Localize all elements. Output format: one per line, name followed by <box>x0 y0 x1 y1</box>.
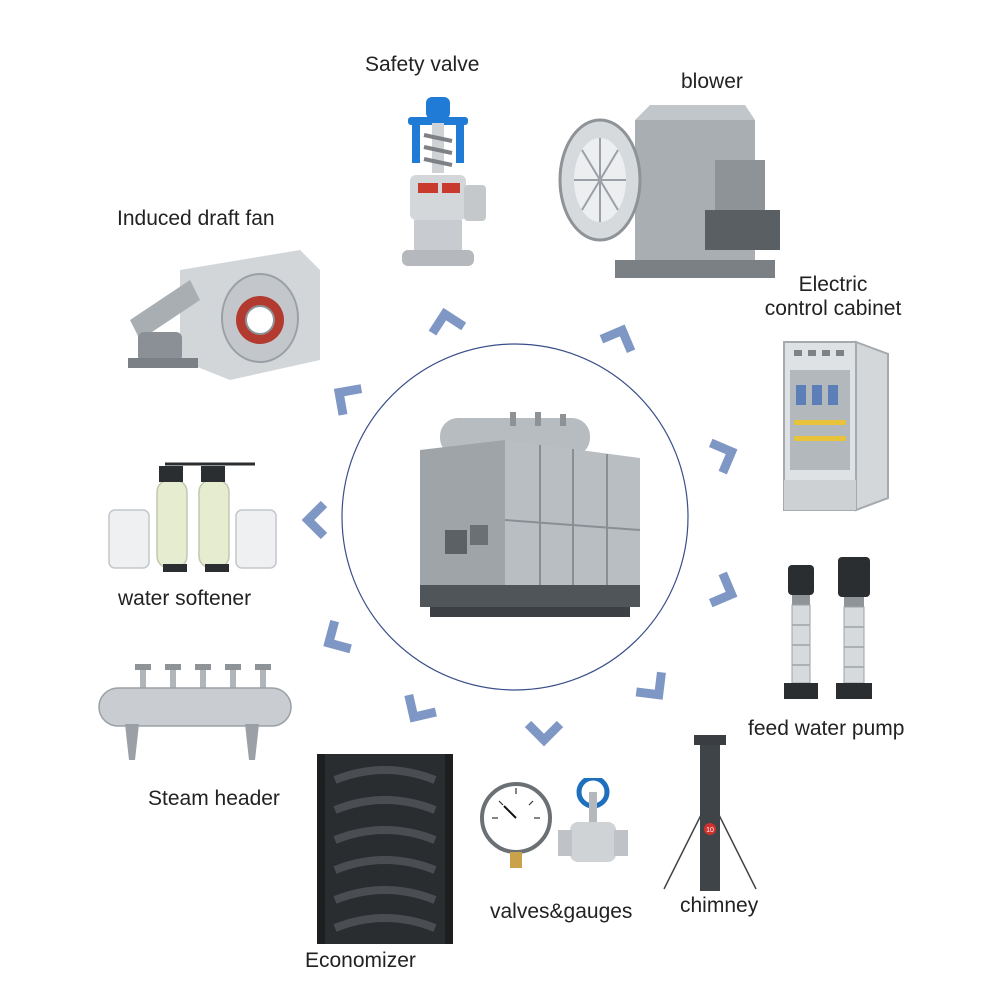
label-blower: blower <box>681 70 743 93</box>
label-chimney: chimney <box>680 894 759 917</box>
label-safety-valve: Safety valve <box>365 53 480 76</box>
safety-valve-icon <box>388 95 488 275</box>
label-valves-gauges: valves&gauges <box>490 900 633 923</box>
label-steam-header: Steam header <box>148 787 280 810</box>
label-induced-draft-fan: Induced draft fan <box>117 207 275 230</box>
label-electric-control-cabinet: Electric control cabinet <box>758 273 908 321</box>
chimney-stack-icon: 10 <box>660 733 760 893</box>
chevron-to-chimney-icon <box>633 668 677 712</box>
chevron-to-feed-water-pump-icon <box>704 570 748 614</box>
label-economizer: Economizer <box>305 949 416 972</box>
chevron-to-blower-icon <box>598 314 642 358</box>
pressure-gauge-valve-icon <box>478 778 638 883</box>
label-water-softener: water softener <box>118 587 252 610</box>
chevron-to-induced-draft-fan-icon <box>322 374 366 418</box>
chimney-badge: 10 <box>706 827 714 834</box>
blower-fan-icon <box>555 100 785 285</box>
boiler-icon <box>415 410 655 630</box>
label-feed-water-pump: feed water pump <box>748 717 905 740</box>
chevron-to-steam-header-icon <box>312 618 356 662</box>
chevron-to-economizer-icon <box>395 690 439 734</box>
chevron-to-valves-gauges-icon <box>522 712 566 756</box>
water-softener-icon <box>105 458 280 573</box>
label-electric-line2: control cabinet <box>764 297 902 320</box>
economizer-coil-icon <box>315 750 455 950</box>
induced-draft-fan-icon <box>120 240 330 385</box>
steam-header-icon <box>95 660 295 765</box>
vertical-pump-icon <box>780 555 880 705</box>
chevron-to-water-softener-icon <box>292 498 336 542</box>
chevron-to-safety-valve-icon <box>424 298 468 342</box>
chevron-to-electric-cabinet-icon <box>704 432 748 476</box>
electric-cabinet-icon <box>780 340 892 512</box>
label-electric-line1: Electric <box>798 273 868 296</box>
